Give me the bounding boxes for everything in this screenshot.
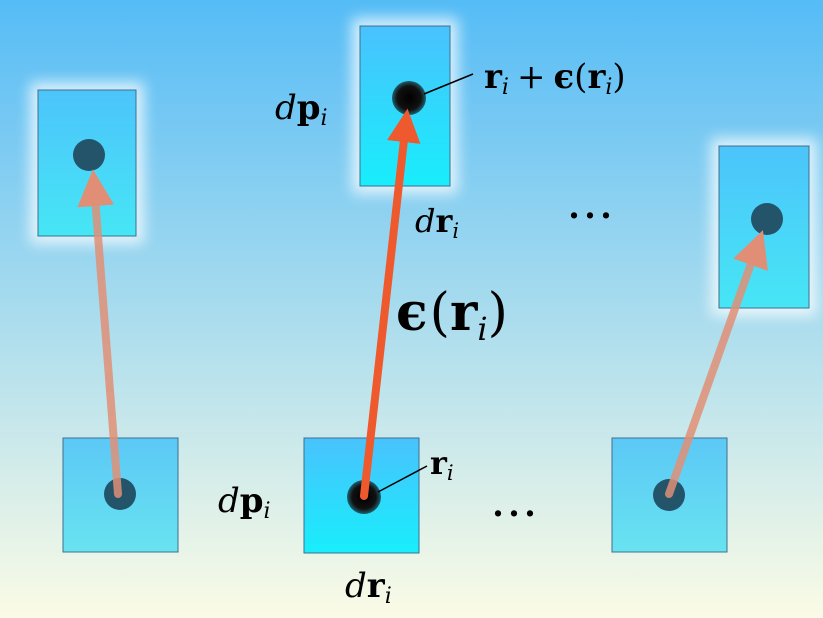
mapped-point-center — [392, 81, 426, 115]
ellipsis-top: … — [566, 174, 614, 230]
label-mapped-point: ri+ϵ(ri) — [484, 57, 626, 100]
label-original-point: ri — [430, 444, 454, 485]
mapped-point-leader — [423, 73, 474, 95]
label-area-top: dpi — [275, 88, 328, 131]
displacement-arrow-right — [665, 230, 768, 498]
label-width-top: dri — [415, 202, 459, 243]
displacement-arrow-left — [77, 169, 122, 498]
ellipsis-bottom: … — [490, 472, 538, 528]
label-width-bottom: dri — [345, 566, 392, 609]
label-displacement: ϵ(ri) — [396, 282, 508, 348]
original-point-leader — [377, 465, 428, 493]
mapped-point-right — [751, 203, 783, 235]
displacement-arrow-center — [360, 108, 421, 500]
mapped-point-left — [73, 139, 105, 171]
deformed-element-right — [718, 145, 810, 309]
label-area-bottom: dpi — [218, 481, 271, 524]
